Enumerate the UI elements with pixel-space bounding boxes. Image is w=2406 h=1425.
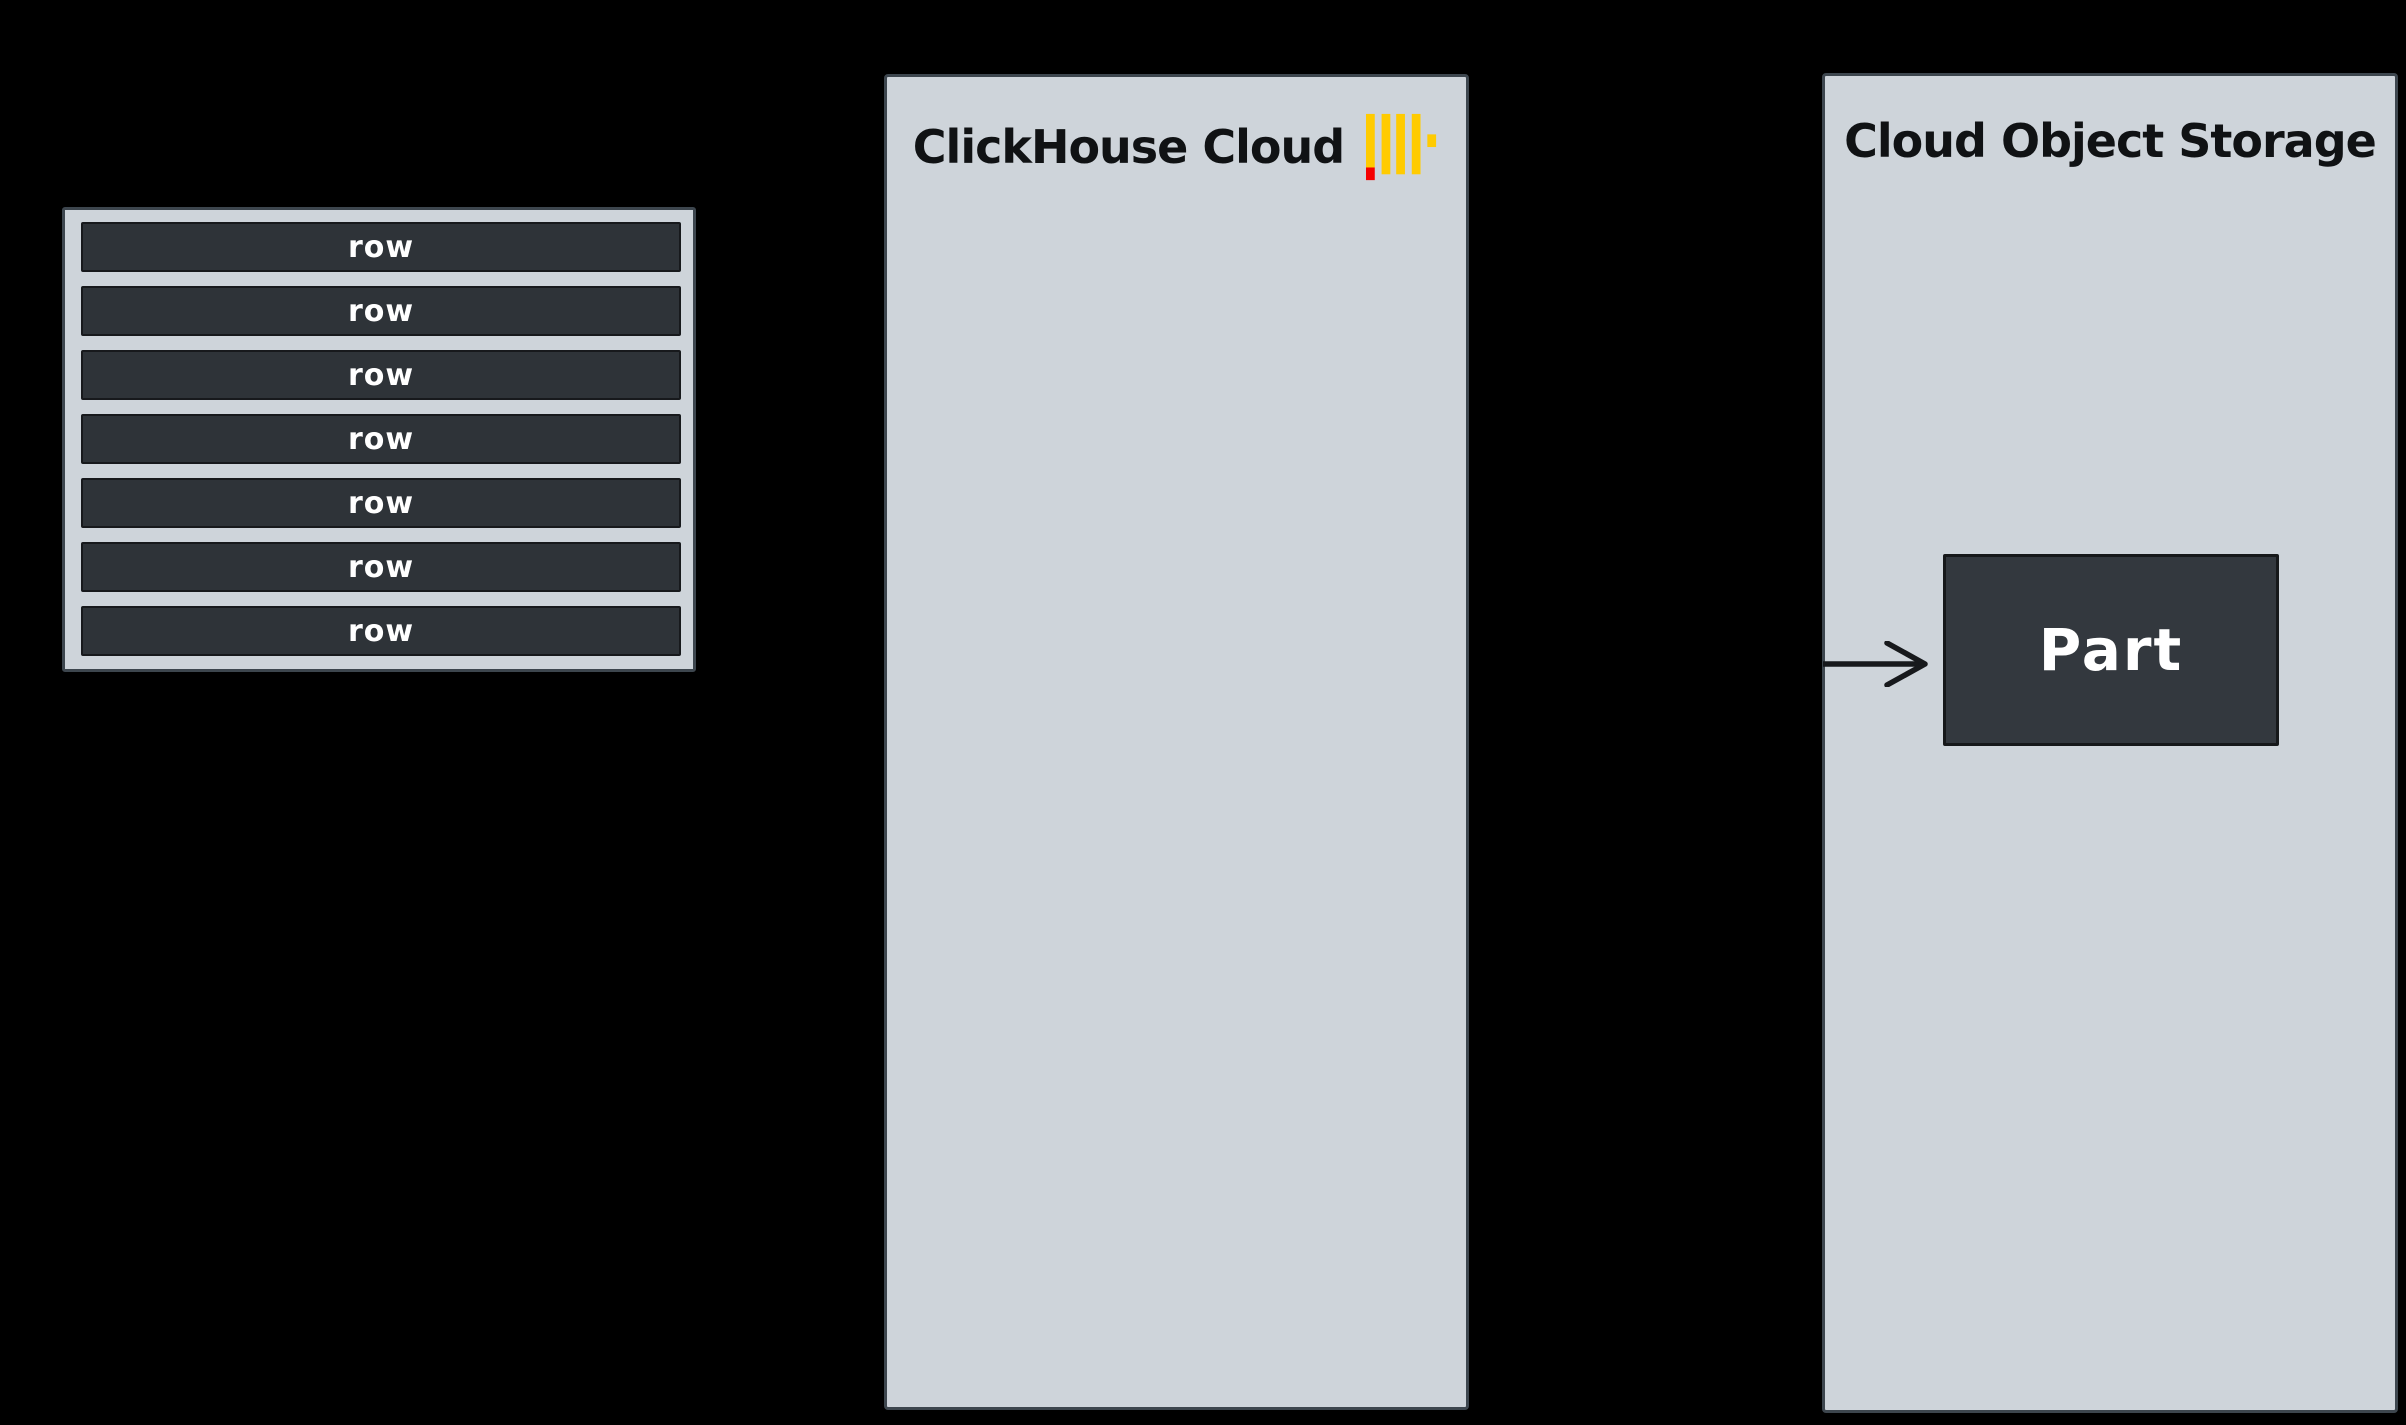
row-label: row	[347, 549, 415, 585]
row-item: row	[81, 350, 681, 400]
rows-block: row row row row row row row	[62, 207, 696, 672]
clickhouse-panel-title: ClickHouse Cloud	[912, 120, 1345, 174]
row-item: row	[81, 542, 681, 592]
part-label: Part	[2038, 616, 2184, 684]
clickhouse-cloud-panel: ClickHouse Cloud	[884, 74, 1469, 1410]
row-label: row	[347, 229, 415, 265]
part-arrow-icon	[1823, 641, 1928, 687]
row-label: row	[347, 485, 415, 521]
clickhouse-logo-icon	[1366, 113, 1437, 181]
row-item: row	[81, 414, 681, 464]
storage-panel-header: Cloud Object Storage	[1825, 114, 2395, 168]
storage-panel-title: Cloud Object Storage	[1844, 114, 2377, 168]
row-item: row	[81, 222, 681, 272]
row-label: row	[347, 421, 415, 457]
row-item: row	[81, 478, 681, 528]
row-label: row	[347, 613, 415, 649]
row-item: row	[81, 286, 681, 336]
clickhouse-panel-header: ClickHouse Cloud	[887, 111, 1466, 183]
row-item: row	[81, 606, 681, 656]
row-label: row	[347, 293, 415, 329]
row-label: row	[347, 357, 415, 393]
part-box: Part	[1943, 554, 2279, 746]
